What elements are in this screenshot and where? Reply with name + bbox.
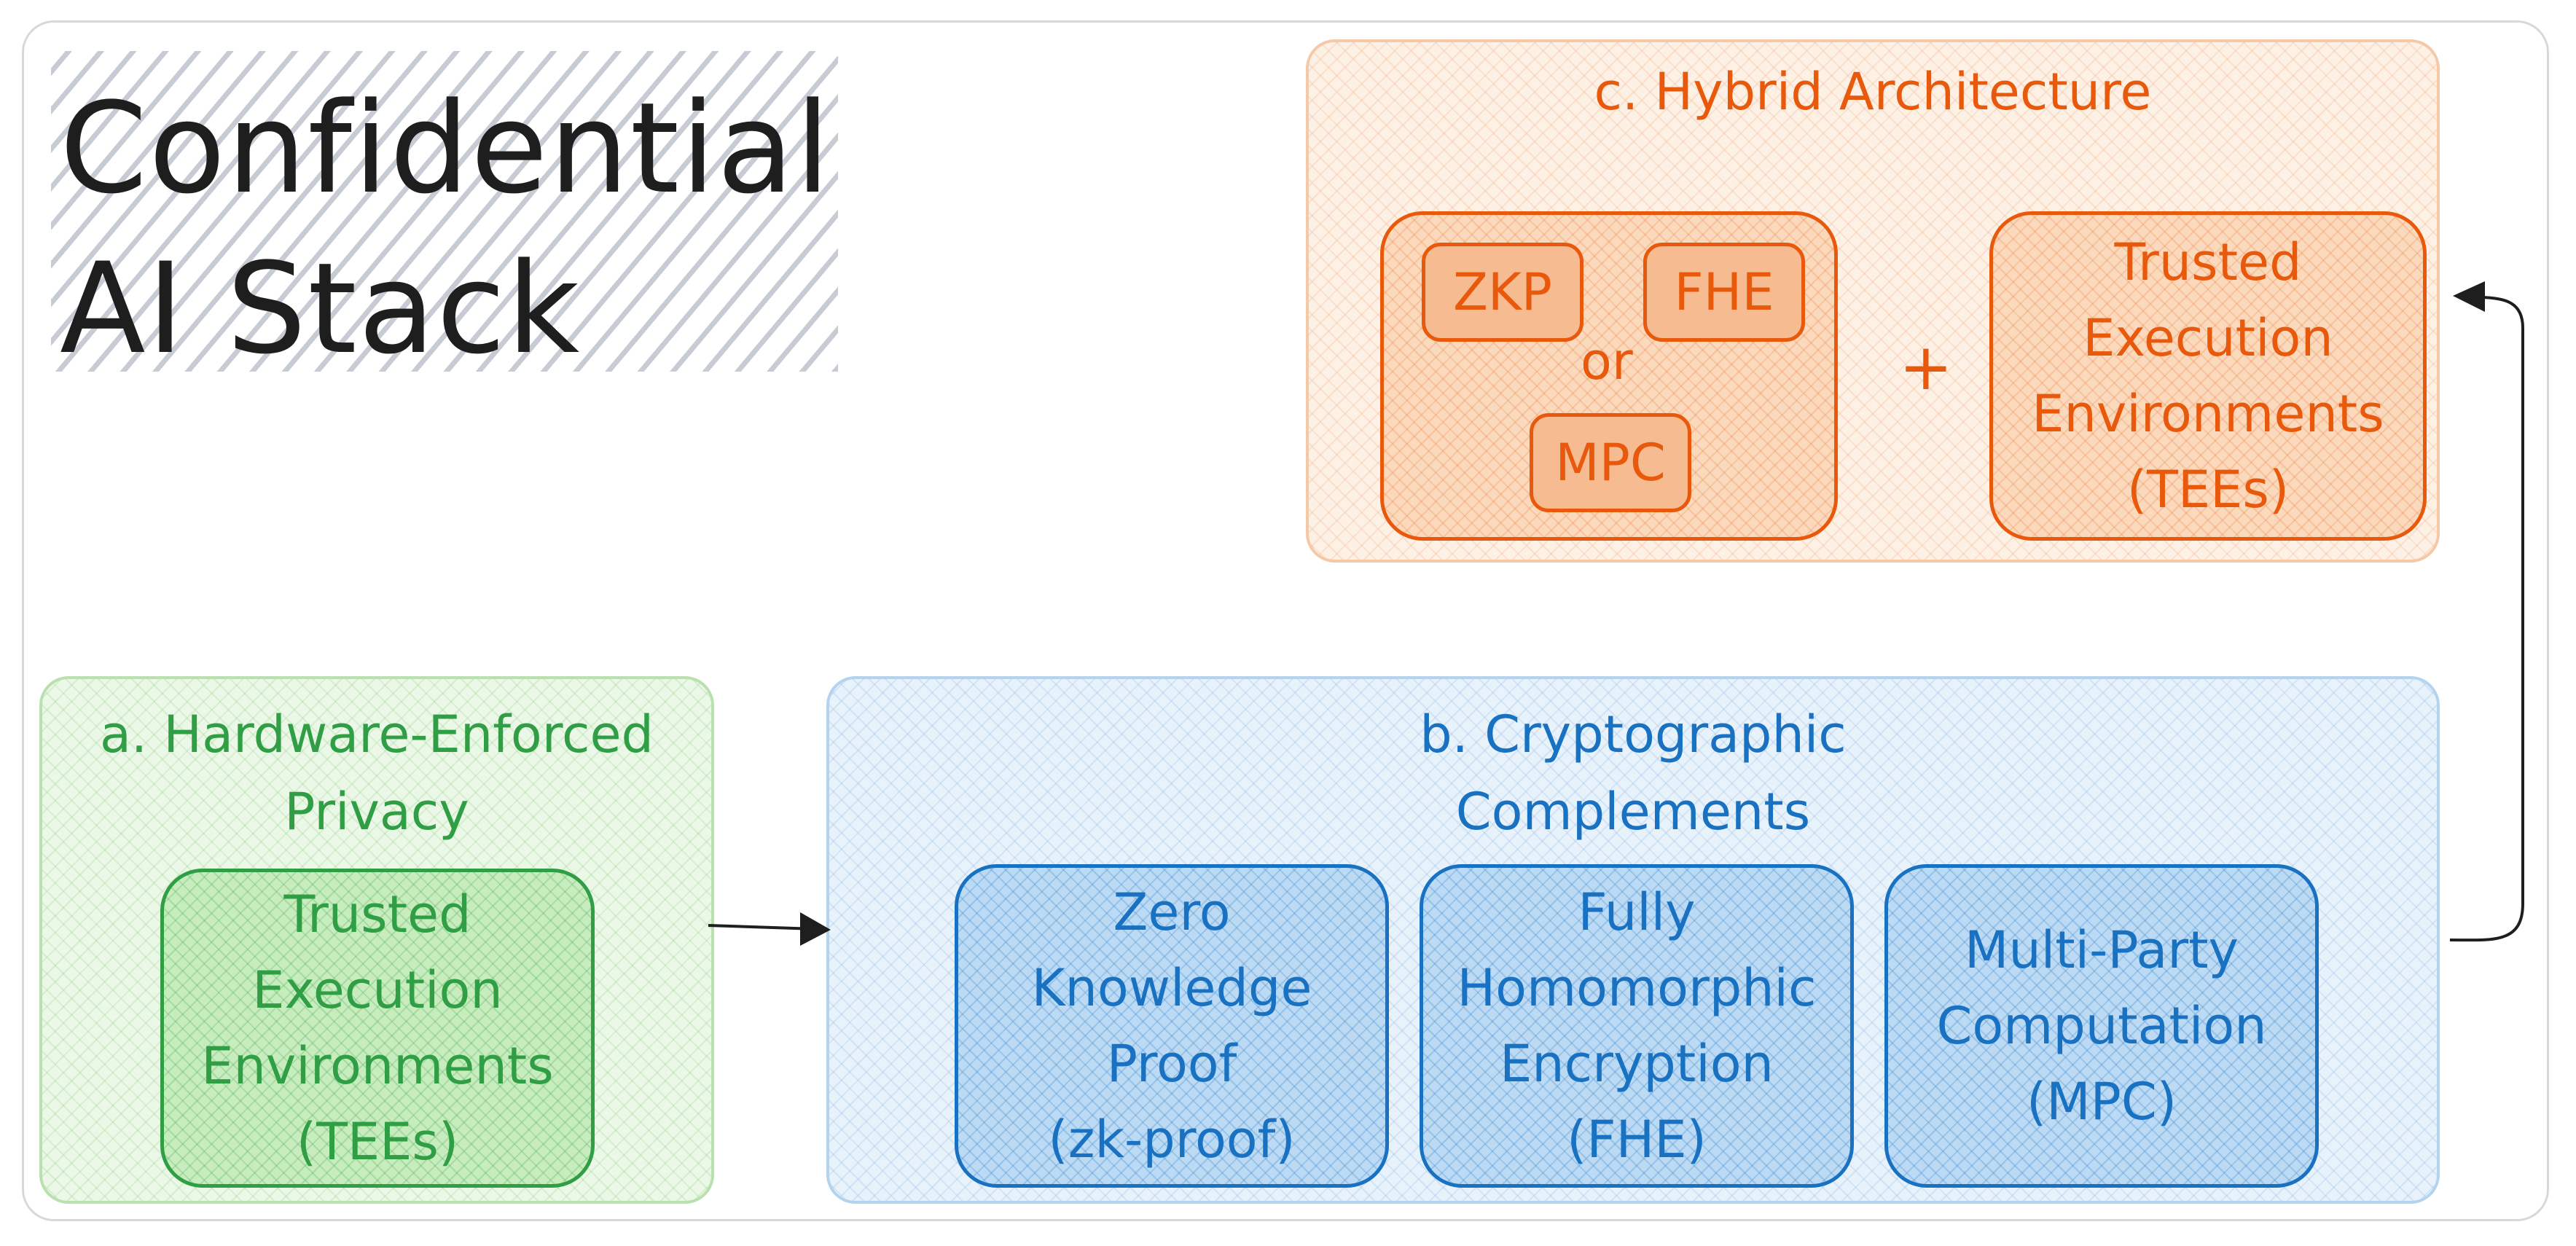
hardware-privacy-panel: a. Hardware-Enforced Privacy Trusted Exe…: [39, 676, 714, 1204]
title-hatch-background: [51, 51, 838, 372]
hybrid-tee-label: Trusted Execution Environments (TEEs): [2032, 232, 2384, 520]
hardware-tee-label: Trusted Execution Environments (TEEs): [201, 885, 554, 1172]
hybrid-crypto-options-box: ZKP FHE or MPC: [1380, 211, 1838, 541]
fhe-chip: FHE: [1643, 243, 1805, 342]
hybrid-architecture-heading: c. Hybrid Architecture: [1594, 62, 2152, 122]
canvas-frame: [22, 20, 2549, 1221]
fhe-label: Fully Homomorphic Encryption (FHE): [1457, 882, 1817, 1169]
plus-sign: +: [1899, 329, 1953, 404]
title-line-2: AI Stack: [60, 235, 582, 382]
hybrid-tee-box: Trusted Execution Environments (TEEs): [1989, 211, 2427, 541]
cryptographic-heading-line-1: b. Cryptographic: [1420, 705, 1847, 764]
zk-proof-label: Zero Knowledge Proof (zk-proof): [1031, 882, 1312, 1169]
hardware-tee-box: Trusted Execution Environments (TEEs): [160, 869, 595, 1188]
hybrid-architecture-panel: c. Hybrid Architecture ZKP FHE or MPC + …: [1306, 39, 2440, 563]
zk-proof-box: Zero Knowledge Proof (zk-proof): [955, 864, 1389, 1188]
mpc-chip: MPC: [1530, 413, 1691, 512]
hardware-privacy-heading-line-2: Privacy: [284, 782, 469, 842]
arrow-hardware-to-crypto: [708, 912, 831, 946]
mpc-label: Multi-Party Computation (MPC): [1936, 920, 2267, 1132]
title-line-1: Confidential: [60, 75, 832, 222]
fhe-box: Fully Homomorphic Encryption (FHE): [1420, 864, 1854, 1188]
cryptographic-heading-line-2: Complements: [1455, 782, 1811, 842]
zkp-chip: ZKP: [1422, 243, 1583, 342]
or-label: or: [1581, 332, 1633, 391]
cryptographic-complements-panel: b. Cryptographic Complements Zero Knowle…: [826, 676, 2440, 1204]
arrow-crypto-to-hybrid: [2449, 281, 2524, 942]
mpc-box: Multi-Party Computation (MPC): [1884, 864, 2319, 1188]
hardware-privacy-heading-line-1: a. Hardware-Enforced: [100, 705, 654, 764]
